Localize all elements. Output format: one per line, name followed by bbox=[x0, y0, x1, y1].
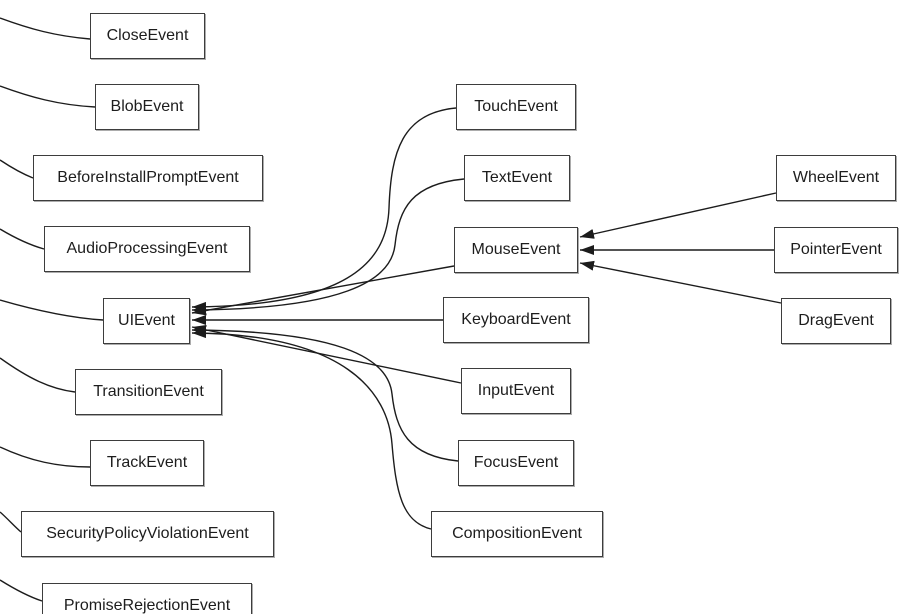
node-input-event: InputEvent bbox=[461, 368, 571, 414]
node-audio-processing-event: AudioProcessingEvent bbox=[44, 226, 250, 272]
edge-dragevent-mouseevent bbox=[579, 260, 782, 304]
edge-transitionevent-offscreen bbox=[0, 357, 76, 393]
edge-promiserejectionevent-offscreen bbox=[0, 579, 43, 602]
edge-uievent-offscreen bbox=[0, 299, 104, 321]
node-pointer-event: PointerEvent bbox=[774, 227, 898, 273]
node-wheel-event: WheelEvent bbox=[776, 155, 896, 201]
edge-compositionevent-uievent bbox=[191, 328, 432, 530]
node-blob-event: BlobEvent bbox=[95, 84, 199, 130]
node-drag-event: DragEvent bbox=[781, 298, 891, 344]
node-composition-event: CompositionEvent bbox=[431, 511, 603, 557]
edge-inputevent-uievent bbox=[191, 324, 462, 384]
node-keyboard-event: KeyboardEvent bbox=[443, 297, 589, 343]
node-ui-event: UIEvent bbox=[103, 298, 190, 344]
edge-focusevent-uievent bbox=[191, 325, 459, 462]
node-focus-event: FocusEvent bbox=[458, 440, 574, 486]
edge-closeevent-offscreen bbox=[0, 17, 91, 40]
edge-mouseevent-uievent bbox=[191, 265, 455, 316]
node-promise-rejection-event: PromiseRejectionEvent bbox=[42, 583, 252, 614]
node-touch-event: TouchEvent bbox=[456, 84, 576, 130]
node-close-event: CloseEvent bbox=[90, 13, 205, 59]
edge-beforeinstallpromptevent-offscreen bbox=[0, 159, 34, 179]
node-track-event: TrackEvent bbox=[90, 440, 204, 486]
edge-audioprocessingevent-offscreen bbox=[0, 228, 45, 250]
edge-textevent-uievent bbox=[191, 178, 465, 315]
node-text-event: TextEvent bbox=[464, 155, 570, 201]
node-before-install-prompt-event: BeforeInstallPromptEvent bbox=[33, 155, 263, 201]
edge-touchevent-uievent bbox=[191, 107, 457, 312]
node-mouse-event: MouseEvent bbox=[454, 227, 578, 273]
edge-trackevent-offscreen bbox=[0, 446, 91, 468]
edge-blobevent-offscreen bbox=[0, 85, 96, 108]
node-transition-event: TransitionEvent bbox=[75, 369, 222, 415]
edge-securitypolicyviolationevent-offscreen bbox=[0, 511, 22, 533]
edge-wheelevent-mouseevent bbox=[579, 192, 777, 239]
node-security-policy-violation-event: SecurityPolicyViolationEvent bbox=[21, 511, 274, 557]
